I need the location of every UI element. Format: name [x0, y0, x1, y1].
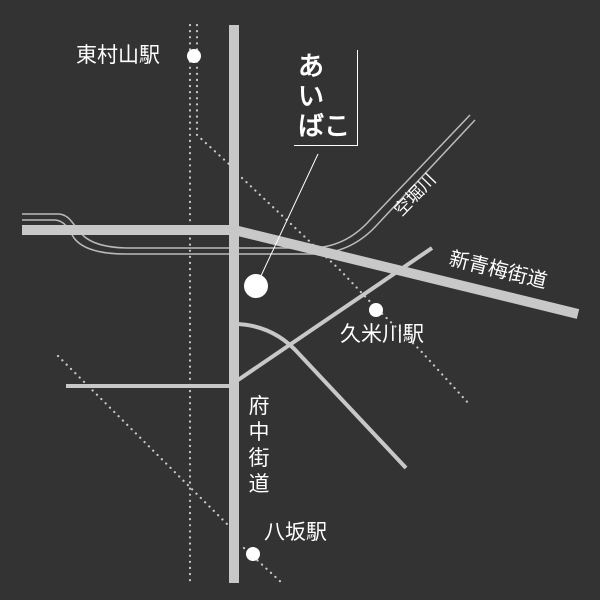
- rail-lines: [56, 23, 472, 585]
- roads: [22, 25, 580, 583]
- place-name[interactable]: あ い ばこ: [298, 52, 362, 142]
- yasaka-station-marker[interactable]: [246, 547, 260, 561]
- fuchu-road-label: 府中街道: [248, 394, 270, 496]
- kumegawa-station-label[interactable]: 久米川駅: [340, 322, 424, 346]
- place-name-line-2: い: [298, 82, 325, 112]
- tamako-rail-line-2: [242, 546, 284, 585]
- place-name-line-3: ばこ: [298, 112, 351, 142]
- higashimurayama-station-label[interactable]: 東村山駅: [76, 43, 160, 67]
- higashimurayama-station-marker[interactable]: [187, 49, 201, 63]
- diagonal-street: [236, 246, 434, 382]
- curved-street: [237, 322, 408, 470]
- place-name-line-1: あ: [298, 52, 325, 82]
- place-name-frame: [294, 50, 358, 146]
- seibu-rail-line-3: [240, 176, 472, 407]
- karabori-river: [22, 114, 476, 255]
- seibu-rail-line-2: [195, 23, 232, 167]
- shin-oume-road-east: [232, 225, 580, 319]
- kumegawa-station-marker[interactable]: [369, 303, 383, 317]
- place-pointer-line: [259, 153, 319, 279]
- tamako-rail-line: [56, 354, 230, 527]
- place-marker[interactable]: [244, 274, 268, 298]
- yasaka-station-label[interactable]: 八坂駅: [264, 520, 327, 544]
